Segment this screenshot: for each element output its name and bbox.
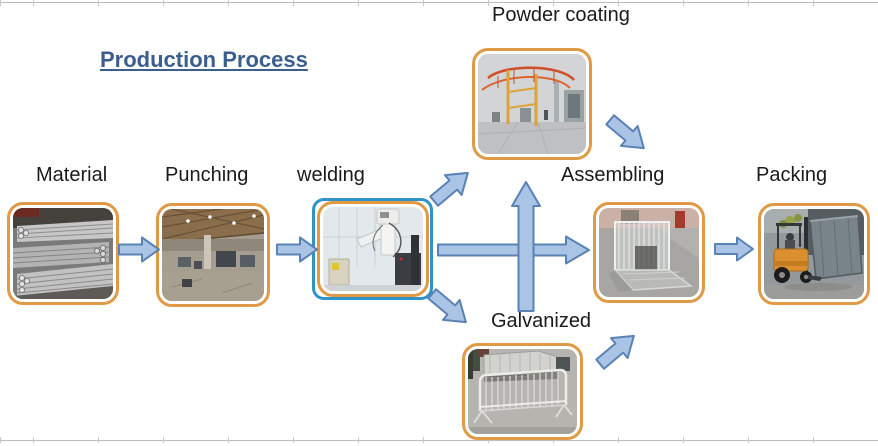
galvanized-photo [468,349,577,434]
arrow-material-to-punching [118,236,160,263]
powder-coating-photo-frame [472,48,592,160]
arrow-assembling-to-packing [714,236,754,262]
bottom-grid-ticks [0,437,878,443]
arrow-powder-coating-to-assembling [605,114,645,150]
arrow-welding-to-powder-coating [429,171,469,207]
arrow-galvanized-to-assembling [595,334,635,370]
page-title: Production Process [100,47,308,72]
welding-label: welding [297,164,365,186]
arrow-punching-to-welding [276,236,318,263]
assembling-photo-frame [593,202,705,303]
assembling-photo [599,208,699,297]
packing-photo [764,209,864,299]
material-photo [13,208,113,299]
punching-photo-frame [156,203,270,307]
galvanized-photo-frame [462,343,583,440]
arrow-galvanized-to-powder-coating [511,181,541,312]
punching-label: Punching [165,164,249,186]
powder-coating-label: Powder coating [492,4,630,26]
punching-photo [162,209,264,301]
galvanized-label: Galvanized [491,310,592,332]
powder-coating-photo [478,54,586,154]
arrow-welding-to-assembling [437,235,590,265]
packing-photo-frame [758,203,870,305]
top-grid-ticks [0,0,878,6]
arrow-welding-to-galvanized [427,288,467,324]
material-label: Material [36,164,108,186]
material-photo-frame [7,202,119,305]
welding-photo-frame [317,201,429,297]
welding-photo [323,207,423,291]
assembling-label: Assembling [561,164,665,186]
packing-label: Packing [756,164,828,186]
